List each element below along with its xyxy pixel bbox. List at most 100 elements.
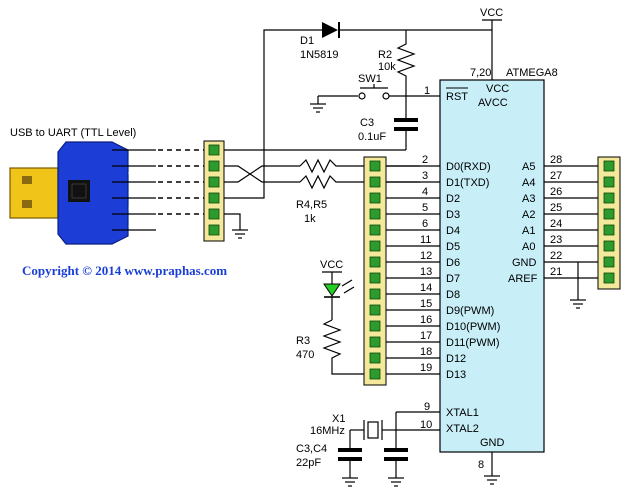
pin-label: D11(PWM) bbox=[446, 337, 500, 349]
d1-part: 1N5819 bbox=[300, 49, 339, 61]
r2-resistor bbox=[396, 30, 416, 96]
pin-label: D0(RXD) bbox=[446, 161, 491, 173]
mcu-right-pins: 28 27 26 25 24 23 22 21 A5 A4 A3 A2 A1 A… bbox=[508, 154, 598, 309]
mcu-gnd-wire bbox=[484, 452, 500, 485]
usb-pin-rxd: RXD bbox=[128, 155, 151, 167]
x1-value: 16MHz bbox=[310, 425, 345, 437]
pin-label: D8 bbox=[446, 289, 460, 301]
mcu-top-pins: 7,20 bbox=[470, 67, 491, 79]
pin-label: A0 bbox=[522, 241, 535, 253]
pin-label: D13 bbox=[446, 369, 466, 381]
usb-pin-5v: +5V bbox=[128, 187, 149, 199]
usb-pin-txd: TXD bbox=[128, 171, 150, 183]
pin-label: A5 bbox=[522, 161, 535, 173]
vcc-led: VCC bbox=[320, 259, 343, 271]
usb-pin-traces bbox=[112, 149, 156, 231]
pin-label: D4 bbox=[446, 225, 460, 237]
pin-num: 18 bbox=[420, 346, 432, 358]
mcu-avcc: AVCC bbox=[478, 97, 508, 109]
vcc-top-rail bbox=[406, 19, 502, 80]
r4-r5-resistors bbox=[299, 158, 420, 190]
crystal-circuit bbox=[349, 411, 440, 448]
xtal2-label: XTAL2 bbox=[446, 423, 479, 435]
sw1-switch bbox=[310, 84, 430, 113]
sw1-name: SW1 bbox=[358, 73, 382, 85]
usb-label: USB to UART (TTL Level) bbox=[10, 127, 136, 139]
pin-label: D5 bbox=[446, 241, 460, 253]
xtal1-pin: 9 bbox=[424, 401, 430, 413]
digital-header bbox=[363, 156, 387, 386]
mcu-vcc: VCC bbox=[486, 83, 509, 95]
mcu-gnd: GND bbox=[480, 437, 505, 449]
usb-pin-gnd: GND bbox=[128, 203, 153, 215]
led bbox=[323, 283, 341, 297]
mcu-left-pins: 2 3 4 5 6 11 12 13 14 15 16 17 18 19 D0(… bbox=[386, 154, 500, 381]
pin-num: 2 bbox=[422, 154, 428, 166]
pin-label: D9(PWM) bbox=[446, 305, 494, 317]
pin-num: 28 bbox=[550, 154, 562, 166]
pin-num: 13 bbox=[420, 266, 432, 278]
pin-num: 24 bbox=[550, 218, 562, 230]
usb-pin-3v3: 3V3 bbox=[128, 219, 148, 231]
r3-value: 470 bbox=[296, 349, 314, 361]
pin-label: D7 bbox=[446, 273, 460, 285]
pin-num: 12 bbox=[420, 250, 432, 262]
vcc-top: VCC bbox=[480, 7, 503, 19]
d1-diode bbox=[322, 22, 406, 38]
pin-num: 22 bbox=[550, 250, 562, 262]
mcu-gnd-pin: 8 bbox=[478, 459, 484, 471]
led-circuit bbox=[322, 271, 364, 375]
r3-name: R3 bbox=[296, 335, 310, 347]
usb-uart-module bbox=[9, 141, 129, 245]
mcu-name: ATMEGA8 bbox=[506, 67, 558, 79]
header-wiring bbox=[224, 29, 322, 239]
pin-label: D3 bbox=[446, 209, 460, 221]
r2-value: 10k bbox=[378, 61, 396, 73]
pin-num: 11 bbox=[420, 234, 431, 246]
pin-label: A4 bbox=[522, 177, 535, 189]
pin-num: 4 bbox=[422, 186, 428, 198]
programming-header bbox=[203, 140, 225, 242]
c3-capacitor bbox=[264, 96, 418, 151]
c34-value: 22pF bbox=[296, 457, 321, 469]
usb-dashed-links bbox=[158, 149, 204, 215]
pin-label: A1 bbox=[522, 225, 535, 237]
pin-label: D2 bbox=[446, 193, 460, 205]
usb-chip bbox=[68, 180, 90, 202]
pin-label: D1(TXD) bbox=[446, 177, 489, 189]
xtal1-label: XTAL1 bbox=[446, 407, 479, 419]
usb-board bbox=[57, 141, 129, 245]
pin-num: 15 bbox=[420, 298, 432, 310]
r45-value: 1k bbox=[304, 213, 316, 225]
xtal2-pin: 10 bbox=[420, 419, 432, 431]
analog-header bbox=[597, 156, 621, 290]
x1-name: X1 bbox=[332, 413, 345, 425]
c3-c4-capacitors bbox=[338, 448, 408, 487]
pin-num: 16 bbox=[420, 314, 432, 326]
usb-plug bbox=[9, 167, 59, 219]
r2-name: R2 bbox=[378, 49, 392, 61]
r45-name: R4,R5 bbox=[296, 199, 327, 211]
pin-num: 27 bbox=[550, 170, 562, 182]
pin-num: 6 bbox=[422, 218, 428, 230]
mcu-rst-pin: 1 bbox=[424, 85, 430, 97]
pin-num: 17 bbox=[420, 330, 432, 342]
c3-value: 0.1uF bbox=[358, 131, 386, 143]
pin-num: 23 bbox=[550, 234, 562, 246]
pin-num: 3 bbox=[422, 170, 428, 182]
atmega8-chip bbox=[439, 79, 545, 453]
pin-num: 25 bbox=[550, 202, 562, 214]
d1-name: D1 bbox=[300, 35, 314, 47]
usb-pin-dtr: DTR bbox=[128, 139, 151, 151]
pin-label: A2 bbox=[522, 209, 535, 221]
mcu-rst: RST bbox=[446, 91, 468, 103]
copyright: Copyright © 2014 www.praphas.com bbox=[22, 263, 227, 278]
pin-label: GND bbox=[512, 257, 537, 269]
pin-num: 21 bbox=[550, 266, 562, 278]
pin-num: 14 bbox=[420, 282, 432, 294]
pin-label: A3 bbox=[522, 193, 535, 205]
c3-name: C3 bbox=[360, 117, 374, 129]
pin-num: 26 bbox=[550, 186, 562, 198]
pin-num: 19 bbox=[420, 362, 432, 374]
